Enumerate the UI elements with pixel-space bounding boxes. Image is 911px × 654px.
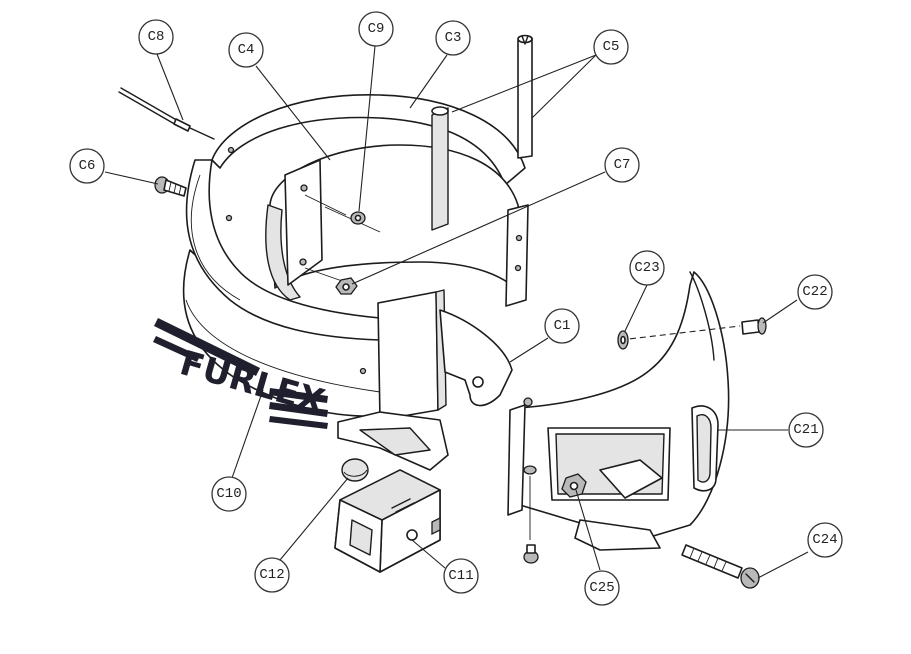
part-c24-bolt	[681, 544, 760, 589]
callout-c8: C8	[138, 19, 174, 55]
callout-c23: C23	[629, 250, 665, 286]
part-c4-inner-drum	[265, 144, 529, 307]
part-c11-block	[334, 469, 441, 573]
part-c21-housing	[507, 271, 730, 551]
callout-label: C25	[589, 580, 614, 596]
callout-label: C23	[634, 260, 659, 276]
callout-c22: C22	[797, 274, 833, 310]
callout-label: C3	[445, 30, 462, 46]
part-c5-rod	[517, 34, 533, 159]
leader-lines	[104, 45, 809, 579]
callout-label: C10	[216, 486, 241, 502]
part-c7-nut	[335, 277, 358, 295]
callout-c1: C1	[544, 308, 580, 344]
part-housing-screw	[523, 465, 539, 564]
callout-c4: C4	[228, 32, 264, 68]
callout-label: C22	[802, 284, 827, 300]
callout-label: C1	[554, 318, 571, 334]
part-c12-cap	[341, 458, 369, 482]
part-c25-nut	[561, 473, 587, 498]
callout-c12: C12	[254, 557, 290, 593]
callout-label: C7	[614, 157, 631, 173]
callout-label: C11	[448, 568, 473, 584]
callout-c7: C7	[604, 147, 640, 183]
callout-label: C9	[368, 21, 385, 37]
callout-c6: C6	[69, 148, 105, 184]
callout-label: C12	[259, 567, 284, 583]
callout-c5: C5	[593, 29, 629, 65]
callout-c21: C21	[788, 412, 824, 448]
callout-c25: C25	[584, 570, 620, 606]
callout-c11: C11	[443, 558, 479, 594]
callout-label: C6	[79, 158, 96, 174]
part-c3-rod	[431, 106, 449, 231]
callout-c3: C3	[435, 20, 471, 56]
callout-label: C21	[793, 422, 818, 438]
callout-c9: C9	[358, 11, 394, 47]
callout-label: C4	[238, 42, 255, 58]
part-c6-screw	[154, 176, 187, 197]
part-c23-washer	[617, 330, 629, 350]
callout-label: C5	[603, 39, 620, 55]
part-c1-bracket	[337, 289, 513, 471]
callout-c10: C10	[211, 476, 247, 512]
part-c9-washer	[324, 206, 381, 233]
callout-c24: C24	[807, 522, 843, 558]
callout-label: C8	[148, 29, 165, 45]
part-c8-pin	[118, 87, 215, 140]
callout-label: C24	[812, 532, 837, 548]
